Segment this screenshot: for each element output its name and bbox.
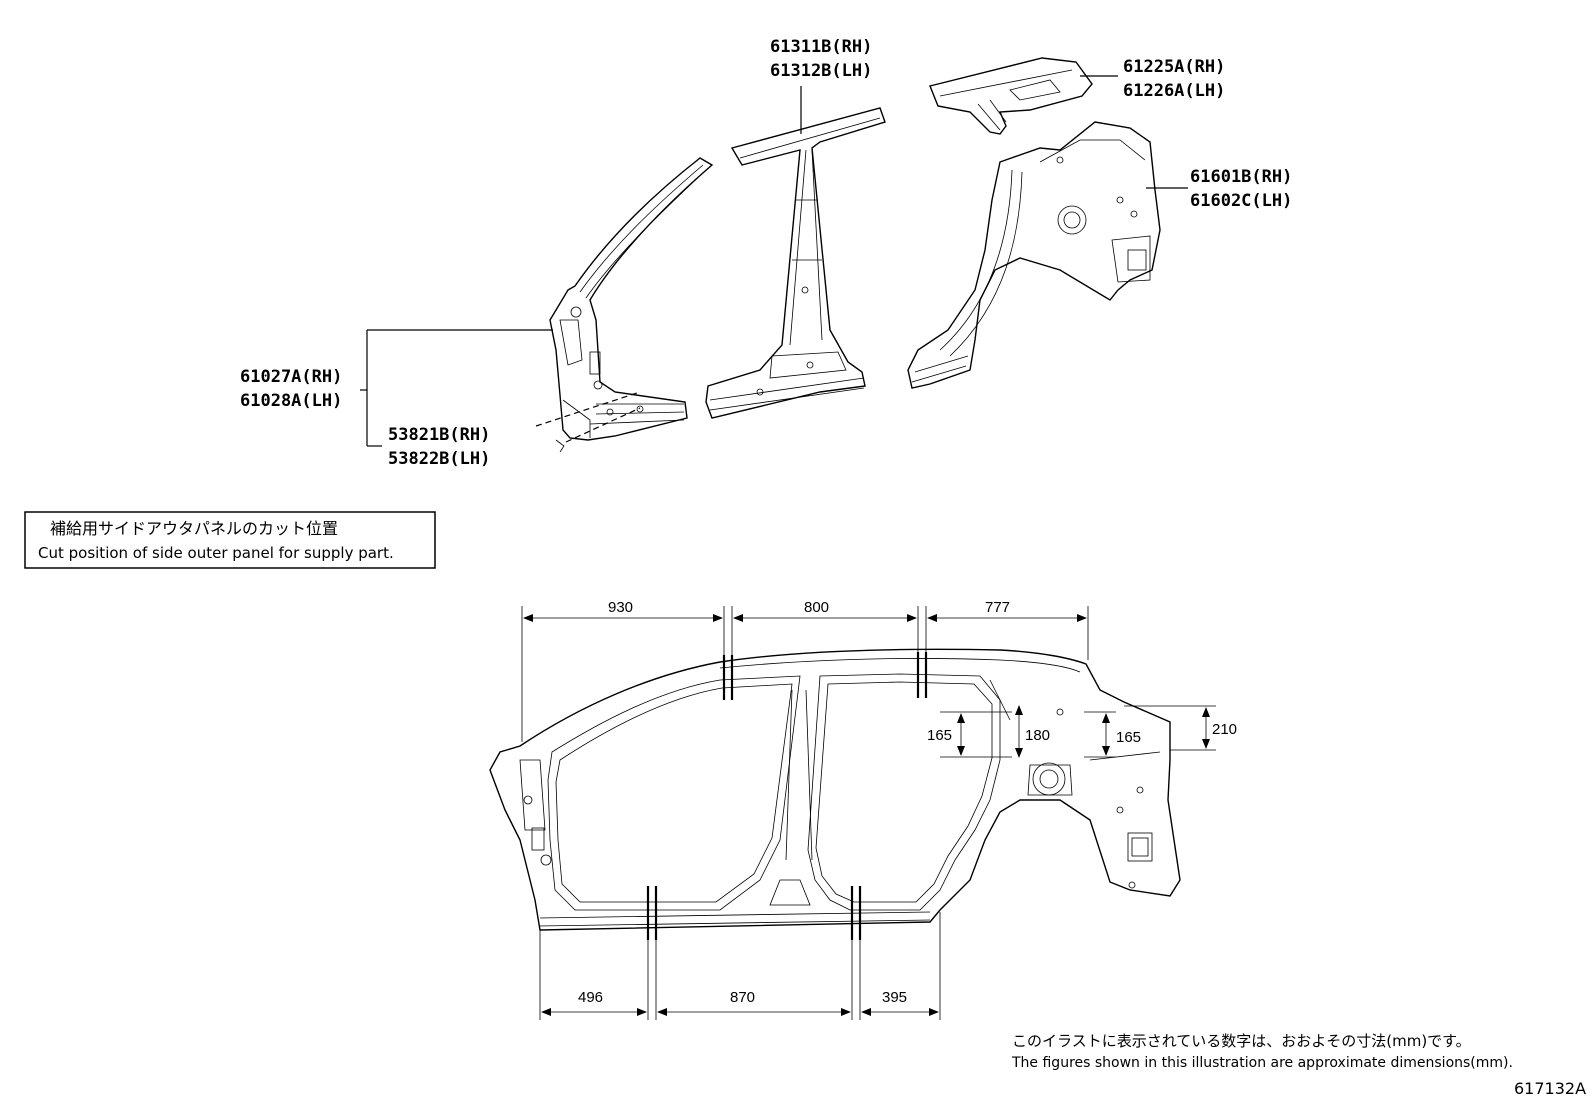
cut-note-english: Cut position of side outer panel for sup… [38,544,394,562]
dim-bottom-496: 496 [578,989,603,1006]
part-label-53821-rh: 53821B(RH) [388,425,490,445]
part-label-61312-lh: 61312B(LH) [770,61,872,81]
part-label-53822-lh: 53822B(LH) [388,449,490,469]
cut-marks [646,652,928,940]
dim-top-800: 800 [804,599,829,616]
dimension-lines [521,606,1216,1020]
footer-note-english: The figures shown in this illustration a… [1011,1055,1513,1071]
part-label-61601-rh: 61601B(RH) [1190,167,1292,187]
quarter-panel-part-drawing [907,121,1161,389]
footer-notes: このイラストに表示されている数字は、おおよその寸法(mm)です。 The fig… [1011,1032,1586,1098]
part-labels: 61311B(RH) 61312B(LH) 61225A(RH) 61226A(… [240,37,1292,469]
dim-vertical-165-right: 165 [1116,729,1141,746]
part-label-61027-rh: 61027A(RH) [240,367,342,387]
part-label-61226-lh: 61226A(LH) [1123,81,1225,101]
dim-bottom-395: 395 [882,989,907,1006]
dim-vertical-210: 210 [1212,721,1237,738]
part-leader-lines [360,75,1188,447]
part-label-61225-rh: 61225A(RH) [1123,57,1225,77]
part-label-61602-lh: 61602C(LH) [1190,191,1292,211]
dim-vertical-165-left: 165 [927,727,952,744]
cut-position-note-box: 補給用サイドアウタパネルのカット位置 Cut position of side … [24,511,436,569]
dim-top-777: 777 [985,599,1010,616]
assembled-side-panel-drawing [489,648,1181,931]
dim-bottom-870: 870 [730,989,755,1006]
front-pillar-part-drawing [549,157,714,441]
part-label-61311-rh: 61311B(RH) [770,37,872,57]
roof-side-rear-part-drawing [929,57,1093,135]
dim-top-930: 930 [608,599,633,616]
illustration-code: 617132A [1514,1079,1586,1098]
footer-note-japanese: このイラストに表示されている数字は、おおよその寸法(mm)です。 [1012,1032,1471,1050]
part-label-61028-lh: 61028A(LH) [240,391,342,411]
exploded-parts-view [535,57,1161,453]
dimension-labels: 930 800 777 496 870 395 165 180 165 210 [578,599,1237,1006]
cut-note-japanese: 補給用サイドアウタパネルのカット位置 [50,519,338,538]
dim-vertical-180: 180 [1025,727,1050,744]
center-pillar-part-drawing [705,107,886,419]
